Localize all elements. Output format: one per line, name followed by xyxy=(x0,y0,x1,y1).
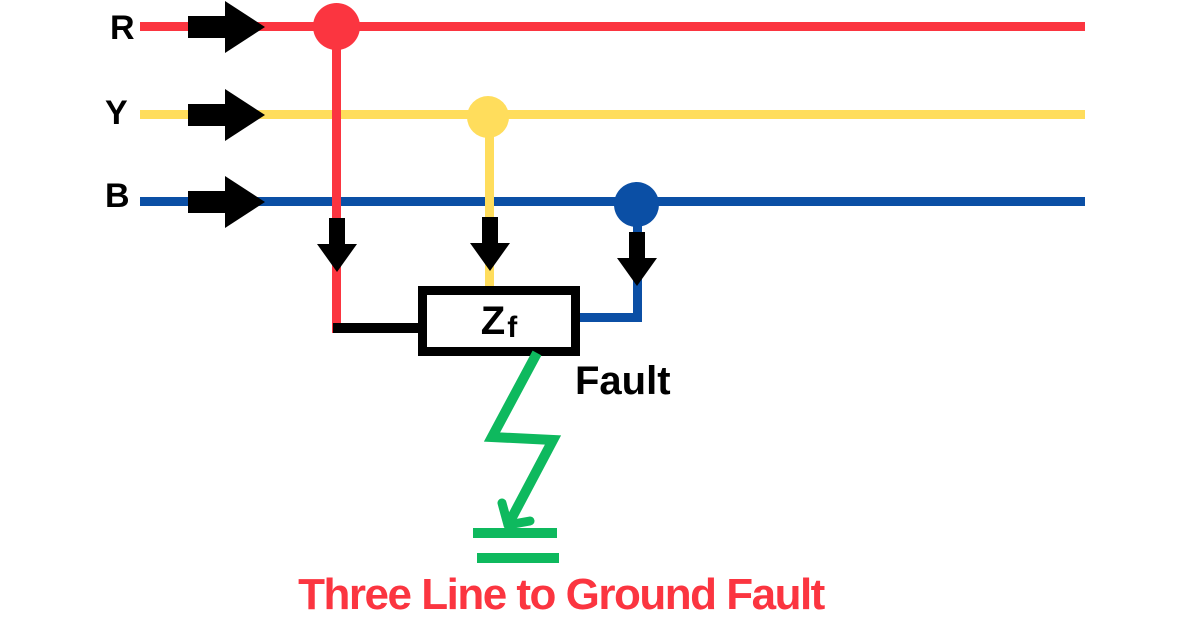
right-arrow-icon xyxy=(188,104,225,126)
right-arrow-icon xyxy=(188,191,225,213)
junction-dot-y xyxy=(467,96,509,138)
right-arrow-icon xyxy=(225,1,265,53)
connector-b-to-box xyxy=(575,313,642,322)
junction-dot-b xyxy=(614,182,659,227)
tap-line-r xyxy=(332,27,341,333)
down-arrow-icon xyxy=(617,258,657,286)
down-arrow-icon xyxy=(329,218,345,244)
impedance-symbol: Z xyxy=(480,299,506,343)
phase-label-y: Y xyxy=(105,94,128,132)
phase-line-b xyxy=(140,197,1085,206)
phase-label-b: B xyxy=(105,177,130,215)
fault-label: Fault xyxy=(575,359,671,403)
tap-line-y xyxy=(485,117,494,293)
connector-r-to-box xyxy=(333,323,418,333)
fault-impedance-box: Z f xyxy=(418,286,580,356)
down-arrow-icon xyxy=(629,232,645,258)
right-arrow-icon xyxy=(225,89,265,141)
right-arrow-icon xyxy=(225,176,265,228)
impedance-subscript: f xyxy=(507,311,518,344)
down-arrow-icon xyxy=(470,243,510,271)
phase-line-r xyxy=(140,22,1085,31)
phase-label-r: R xyxy=(110,9,135,47)
phase-line-y xyxy=(140,110,1085,119)
down-arrow-icon xyxy=(482,217,498,243)
down-arrow-icon xyxy=(317,244,357,272)
ground-icon xyxy=(473,528,557,538)
diagram-title: Three Line to Ground Fault xyxy=(298,570,825,619)
right-arrow-icon xyxy=(188,16,225,38)
ground-icon xyxy=(477,553,559,563)
junction-dot-r xyxy=(313,3,360,50)
